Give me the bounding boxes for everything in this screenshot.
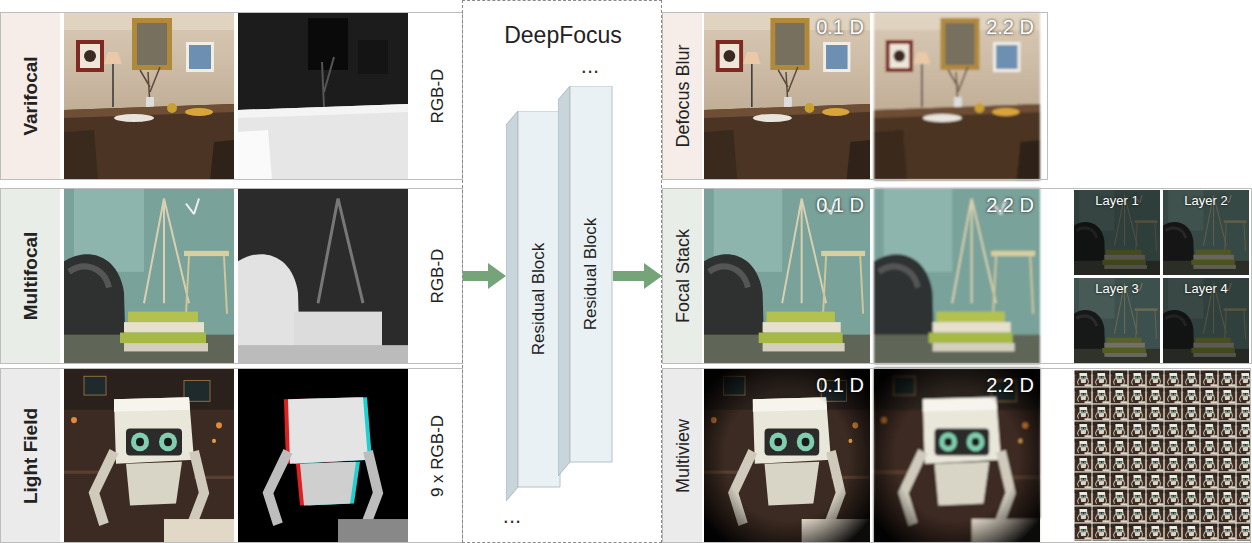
diopter-label: 2.2 D	[986, 374, 1034, 396]
row-label: Varifocal	[21, 56, 42, 135]
flow-arrow	[613, 263, 662, 289]
ellipsis: ...	[503, 504, 521, 528]
input-panel: Light Field 9 x RGB-D	[0, 368, 463, 543]
block-label: Residual Block	[582, 218, 601, 330]
block-front	[518, 111, 560, 487]
arrow-shaft	[613, 271, 644, 281]
network-box: DeepFocusResidual Block Residual Block	[462, 0, 662, 543]
arrow-shaft	[463, 271, 488, 281]
output-label: Multiview	[674, 418, 694, 492]
layer-label: Layer 3	[1095, 282, 1138, 296]
ellipsis: ...	[581, 54, 599, 78]
block-front	[570, 86, 612, 462]
output-label: Defocus Blur	[674, 44, 694, 147]
diopter-label: 0.1 D	[816, 16, 864, 38]
block-side	[506, 111, 518, 501]
input-panel: Multifocal RGB-D	[0, 188, 463, 364]
input-label: 9 x RGB-D	[429, 414, 448, 496]
arrow-head	[644, 263, 662, 289]
input-panel: Varifocal RGB-D	[0, 12, 463, 180]
network-title: DeepFocus	[504, 23, 622, 48]
diopter-label: 2.2 D	[986, 16, 1034, 38]
layer-label: Layer 1	[1095, 194, 1138, 208]
diopter-label: 2.2 D	[986, 194, 1034, 216]
arrow-head	[488, 263, 506, 289]
layer-label: Layer 2	[1184, 194, 1227, 208]
diopter-label: 0.1 D	[816, 194, 864, 216]
input-label: RGB-D	[429, 69, 448, 124]
layer-label: Layer 4	[1184, 282, 1227, 296]
output-panel: Focal Stack	[662, 188, 1252, 364]
flow-arrow	[463, 263, 506, 289]
output-panel: Multiview	[662, 368, 1251, 543]
input-label: RGB-D	[429, 249, 448, 304]
residual-block: Residual Block	[506, 111, 561, 501]
block-label: Residual Block	[530, 243, 549, 355]
block-side	[558, 86, 570, 476]
row-label: Light Field	[21, 407, 42, 503]
output-label: Focal Stack	[674, 229, 694, 323]
diopter-label: 0.1 D	[816, 374, 864, 396]
row-label: Multifocal	[21, 232, 42, 321]
residual-block: Residual Block	[558, 86, 613, 476]
